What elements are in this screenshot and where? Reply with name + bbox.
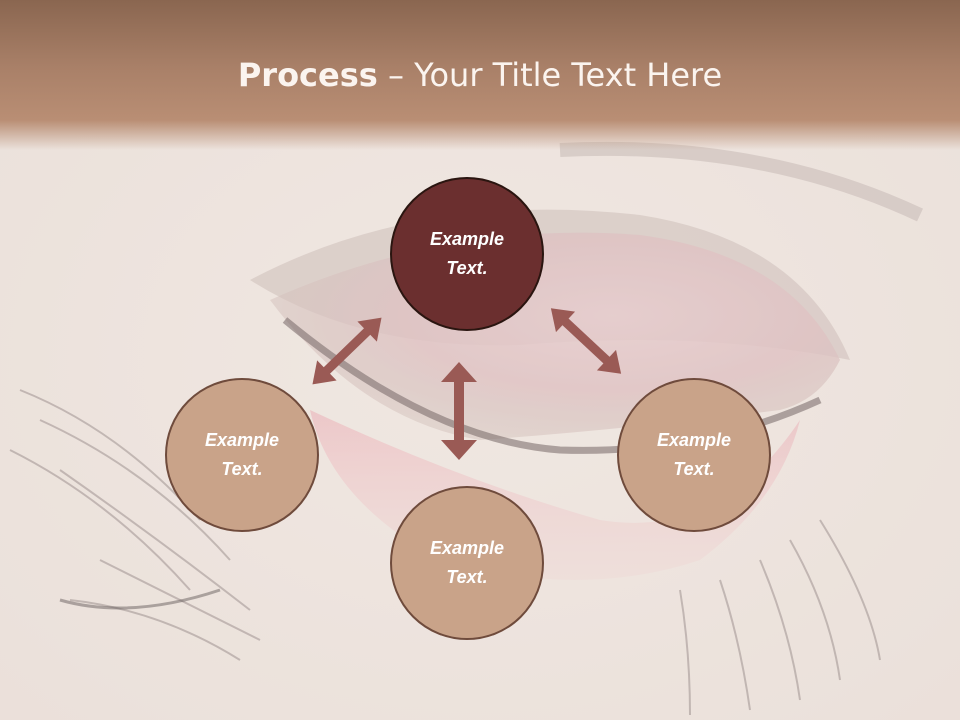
slide-title: Process – Your Title Text Here — [0, 52, 960, 98]
double-arrow-icon — [441, 362, 477, 460]
double-arrow-icon — [550, 308, 622, 374]
node-label-line2: Text. — [446, 258, 488, 278]
title-bold: Process — [237, 56, 378, 94]
node-label-line2: Text. — [446, 567, 488, 587]
double-arrow-icon — [312, 317, 382, 385]
node-label: Example Text. — [412, 225, 522, 283]
node-label: Example Text. — [412, 534, 522, 592]
node-label: Example Text. — [187, 426, 297, 484]
node-label: Example Text. — [639, 426, 749, 484]
process-node-top: Example Text. — [390, 177, 544, 331]
process-node-right: Example Text. — [617, 378, 771, 532]
title-banner — [0, 0, 960, 150]
node-label-line1: Example — [429, 538, 505, 558]
node-label-line1: Example — [429, 229, 505, 249]
process-node-bottom: Example Text. — [390, 486, 544, 640]
node-label-line1: Example — [656, 430, 732, 450]
process-node-left: Example Text. — [165, 378, 319, 532]
title-rest: – Your Title Text Here — [377, 56, 723, 94]
node-label-line2: Text. — [221, 459, 263, 479]
node-label-line2: Text. — [673, 459, 715, 479]
node-label-line1: Example — [204, 430, 280, 450]
